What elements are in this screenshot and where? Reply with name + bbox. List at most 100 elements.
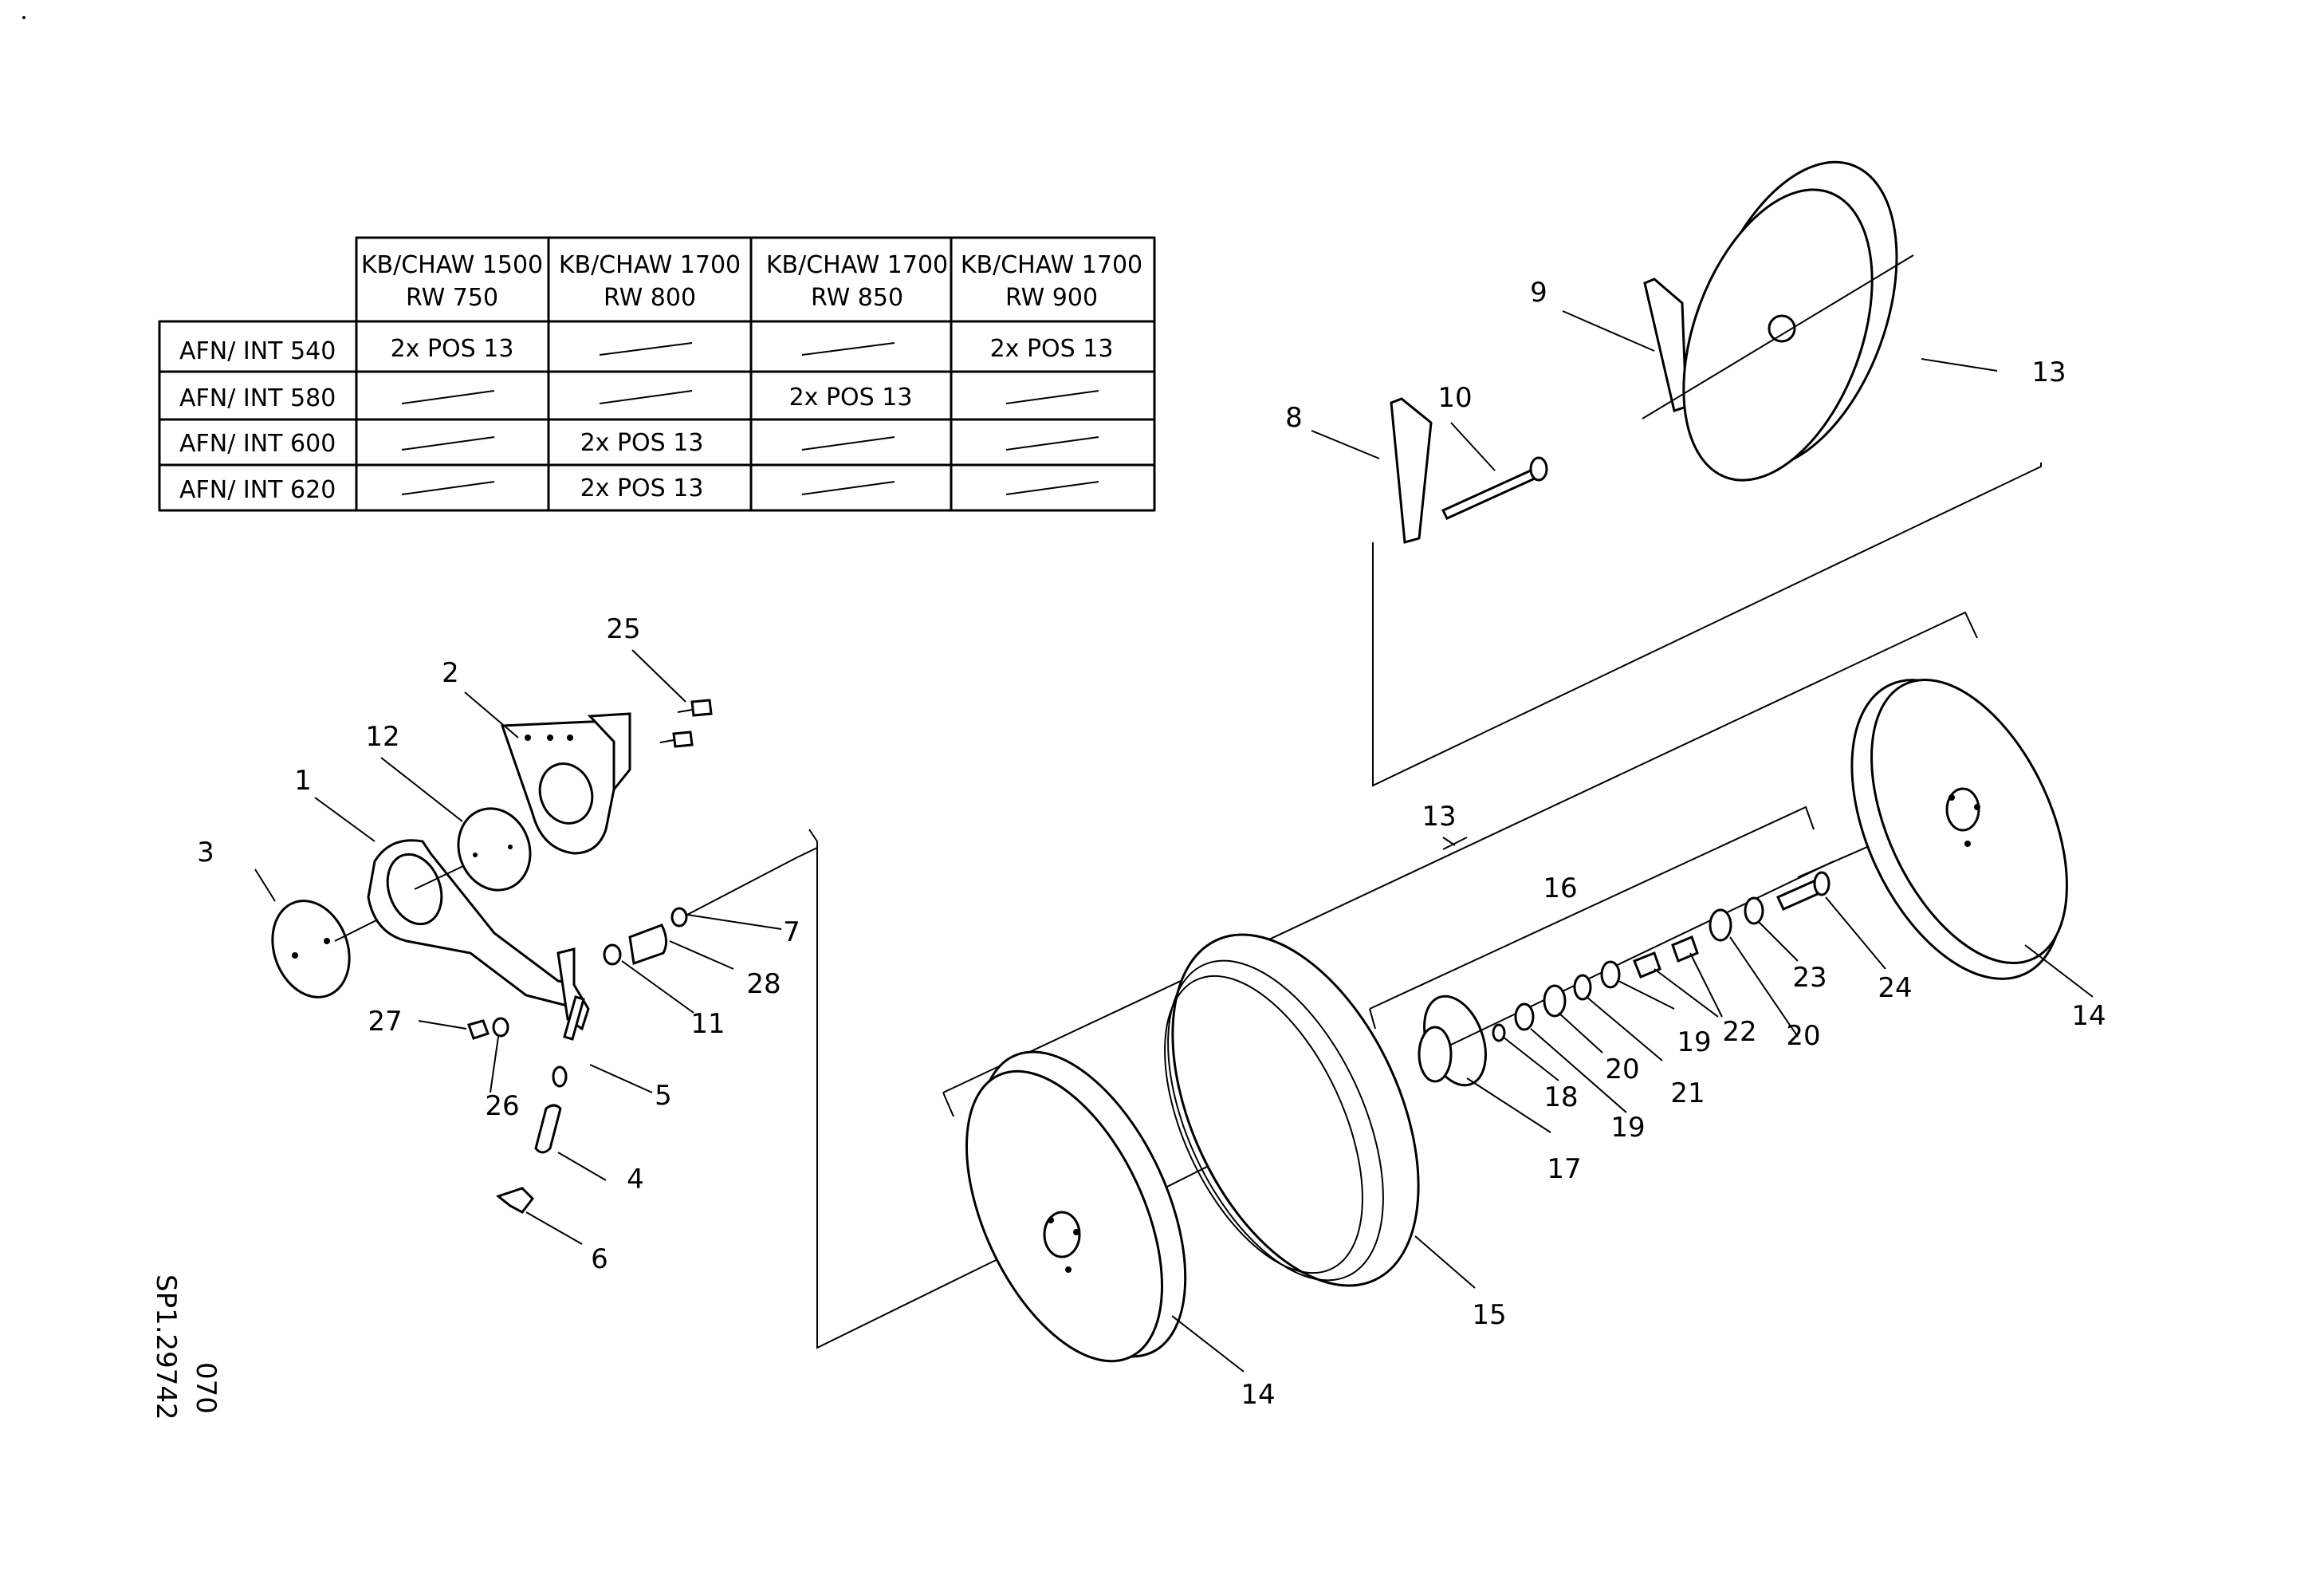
drawing-ref-suffix: 070	[190, 1362, 222, 1414]
pin-end	[552, 1065, 568, 1088]
header-line2: RW 850	[811, 284, 903, 312]
empty-cell-dash	[801, 342, 895, 356]
header-line1: KB/CHAW 1700	[766, 251, 948, 279]
variant-table: KB/CHAW 1500 RW 750 KB/CHAW 1700 RW 800 …	[158, 236, 1156, 512]
table-cell: 2x POS 13	[580, 475, 704, 502]
empty-cell-dash	[401, 481, 495, 495]
roller-sleeve	[534, 1104, 562, 1154]
spacer-disc	[457, 807, 532, 892]
spacer-sleeve	[1633, 951, 1661, 979]
header-line2: RW 800	[604, 284, 696, 312]
left-bracket-assembly	[271, 699, 798, 1214]
callout-6: 6	[591, 1243, 608, 1275]
tyre	[1171, 933, 1420, 1287]
row-label: AFN/ INT 600	[179, 430, 336, 458]
axle-bolt	[1441, 469, 1537, 520]
drawing-ref-number: SP1.29742	[150, 1274, 182, 1420]
empty-cell-dash	[1005, 390, 1099, 404]
snap-ring	[1600, 960, 1621, 989]
bearing	[1543, 984, 1567, 1018]
row-label: AFN/ INT 540	[179, 337, 336, 365]
empty-cell-dash	[1005, 481, 1099, 495]
callout-23: 23	[1792, 962, 1827, 994]
spacer-sleeve	[1671, 935, 1699, 963]
empty-cell-dash	[801, 436, 895, 451]
callout-1: 1	[294, 765, 312, 797]
callout-13-group: 13	[1422, 801, 1456, 833]
table-row: AFN/ INT 540 2x POS 13 2x POS 13	[179, 335, 1113, 365]
callout-12: 12	[365, 721, 399, 753]
callout-20: 20	[1605, 1053, 1639, 1085]
callout-leaders	[254, 310, 2094, 1372]
callout-4: 4	[627, 1164, 644, 1195]
callout-16: 16	[1543, 872, 1577, 904]
bushing	[603, 943, 622, 966]
ring	[1573, 974, 1592, 1001]
callout-10: 10	[1437, 382, 1472, 414]
callout-21: 21	[1670, 1077, 1705, 1109]
empty-cell-dash	[801, 481, 895, 495]
callout-25: 25	[606, 613, 640, 645]
washer	[492, 1017, 509, 1038]
header-line1: KB/CHAW 1500	[361, 251, 543, 279]
callout-19: 19	[1677, 1026, 1711, 1058]
callout-20: 20	[1786, 1020, 1820, 1052]
callout-22: 22	[1722, 1016, 1756, 1048]
header-line1: KB/CHAW 1700	[961, 251, 1142, 279]
callout-14-right: 14	[2071, 1000, 2106, 1032]
callout-11: 11	[690, 1008, 725, 1040]
snap-ring	[1514, 1002, 1535, 1031]
table-cell: 2x POS 13	[580, 429, 704, 457]
callout-7: 7	[783, 916, 800, 948]
empty-cell-dash	[599, 390, 693, 404]
callout-24: 24	[1878, 972, 1912, 1004]
callout-18: 18	[1543, 1081, 1578, 1113]
table-row: AFN/ INT 580 2x POS 13	[179, 384, 1099, 412]
wheel-arm	[1643, 278, 1688, 412]
callout-15: 15	[1472, 1299, 1506, 1331]
lower-wheel-assembly	[965, 678, 2068, 1363]
screw	[690, 699, 713, 717]
callout-14-left: 14	[1241, 1379, 1275, 1411]
nut	[467, 1019, 490, 1040]
callout-labels: 1 2 3 4 5 6 7 8 9 10 11 12 13 13 14 14 1…	[197, 277, 2106, 1411]
header-line2: RW 900	[1005, 284, 1098, 312]
table-cell: 2x POS 13	[391, 335, 514, 363]
empty-cell-dash	[1005, 436, 1099, 451]
callout-5: 5	[655, 1080, 672, 1112]
table-cell: 2x POS 13	[789, 384, 913, 412]
upper-wheel-assembly	[1390, 160, 1914, 544]
bolt-head	[1529, 456, 1548, 482]
table-header-row: KB/CHAW 1500 RW 750 KB/CHAW 1700 RW 800 …	[361, 251, 1142, 312]
callout-2: 2	[442, 657, 459, 689]
callout-17: 17	[1547, 1153, 1581, 1185]
empty-cell-dash	[401, 436, 495, 451]
header-line1: KB/CHAW 1700	[559, 251, 741, 279]
callout-19: 19	[1610, 1112, 1645, 1144]
bearing-sleeve	[628, 924, 667, 966]
callout-28: 28	[746, 968, 781, 1000]
washer	[1492, 1023, 1506, 1042]
empty-cell-dash	[401, 390, 495, 404]
table-cell: 2x POS 13	[990, 335, 1114, 363]
corner-mark	[22, 16, 26, 19]
callout-27: 27	[368, 1006, 402, 1038]
screw	[672, 731, 694, 748]
wheel-arm	[1390, 397, 1433, 544]
callout-26: 26	[485, 1090, 519, 1122]
header-line2: RW 750	[406, 284, 498, 312]
disc-part	[271, 900, 351, 998]
callout-13-top: 13	[2031, 356, 2066, 388]
row-label: AFN/ INT 620	[179, 476, 336, 504]
table-row: AFN/ INT 600 2x POS 13	[179, 429, 1099, 458]
pin	[563, 995, 585, 1041]
bearing	[1709, 908, 1732, 942]
row-label: AFN/ INT 580	[179, 384, 336, 412]
callout-9: 9	[1530, 277, 1547, 309]
callout-8: 8	[1285, 402, 1303, 434]
spring-clip	[495, 1187, 534, 1214]
washer	[670, 907, 688, 927]
table-row: AFN/ INT 620 2x POS 13	[179, 475, 1099, 504]
callout-3: 3	[197, 837, 214, 868]
